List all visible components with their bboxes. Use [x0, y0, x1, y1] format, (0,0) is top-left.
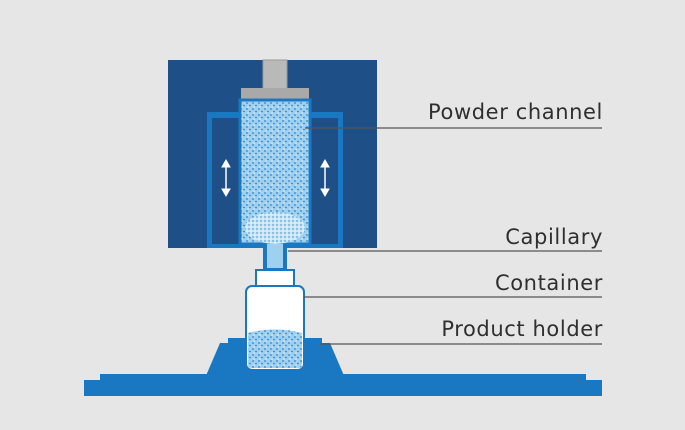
jacket-right-slot: [310, 118, 338, 244]
label-product-holder: Product holder: [441, 317, 603, 341]
up-down-arrow-icon: [221, 158, 231, 198]
plunger-rod: [262, 59, 288, 91]
plunger-head: [241, 88, 309, 100]
powder-compact: [245, 212, 305, 244]
label-container: Container: [494, 271, 603, 295]
capillary-powder: [267, 244, 283, 268]
up-down-arrow-icon: [320, 158, 330, 198]
vial-powder: [248, 329, 302, 368]
label-powder-channel: Powder channel: [428, 100, 603, 124]
label-capillary: Capillary: [505, 225, 603, 249]
base-plate: [84, 380, 602, 396]
